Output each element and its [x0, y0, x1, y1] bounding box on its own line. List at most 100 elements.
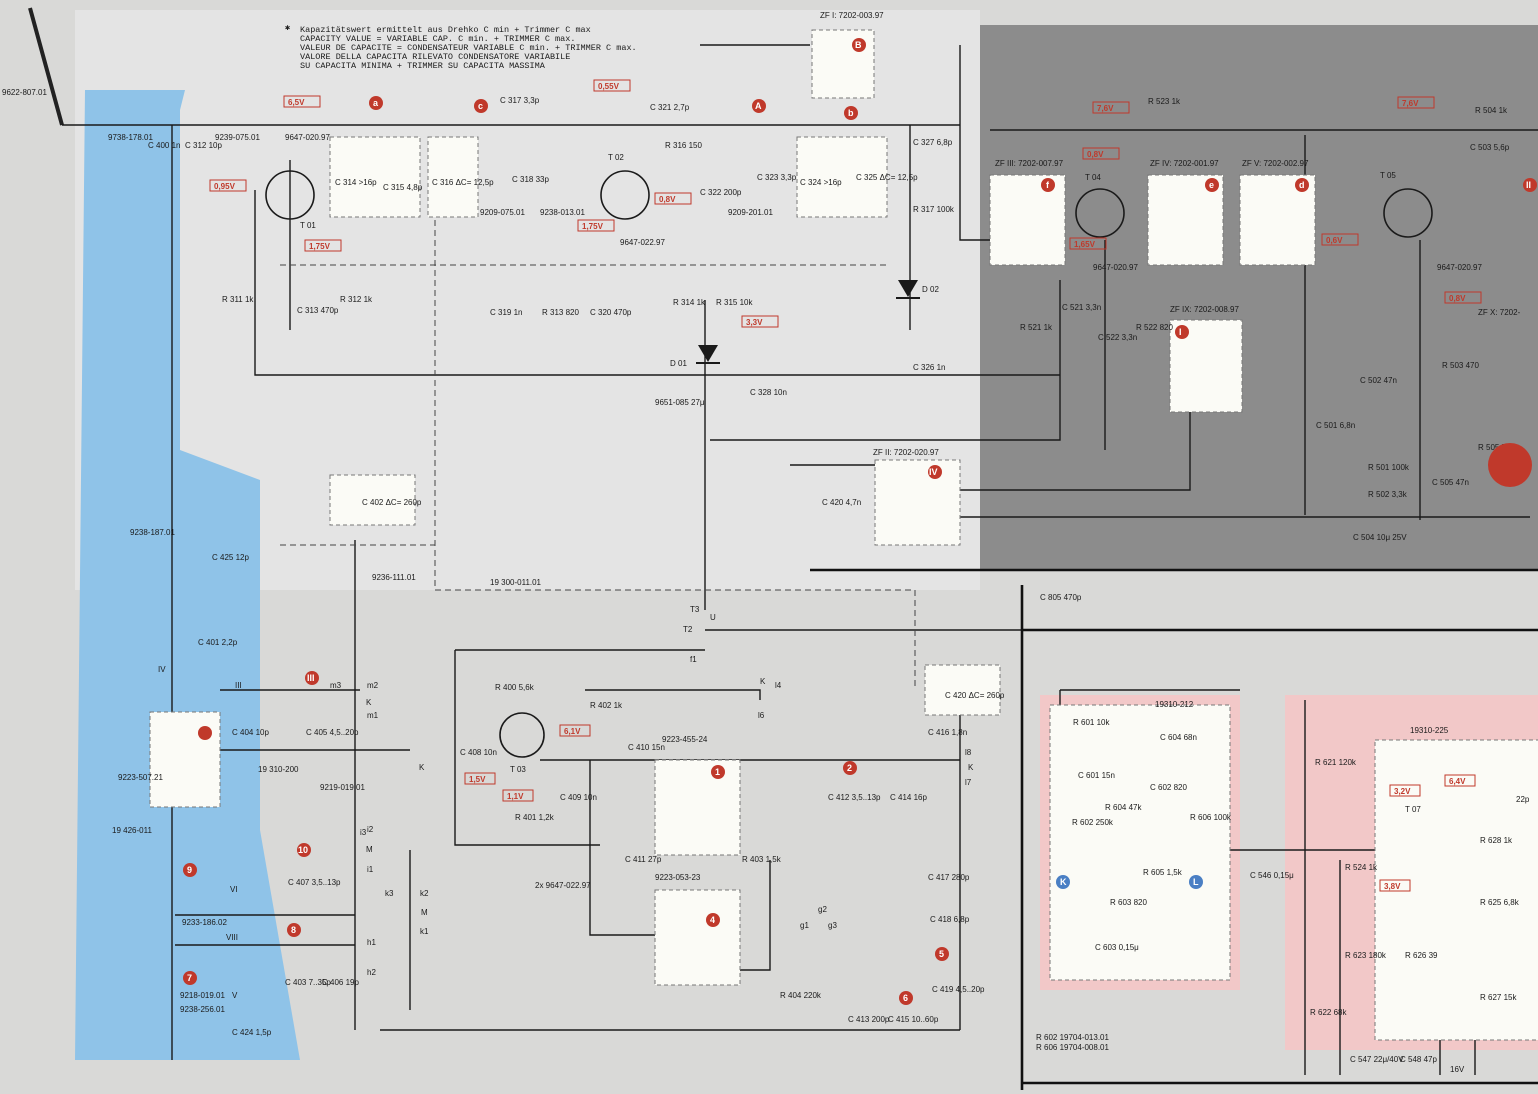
label-r601: R 601 10k [1073, 718, 1110, 727]
label-c411: C 411 27p [625, 855, 662, 864]
label-9223b: 9223-455-24 [662, 735, 708, 744]
pin-f1: f1 [690, 655, 697, 664]
marker-4: 4 [710, 915, 715, 925]
marker-IV: IV [929, 467, 938, 477]
label-r606: R 606 100k [1190, 813, 1232, 822]
voltage-11: 7,6V [1402, 99, 1419, 108]
marker-1: 1 [715, 767, 720, 777]
antenna-label: 9622-807.01 [2, 88, 47, 97]
pin-i3: i3 [360, 828, 367, 837]
roman-band-labels: IV III VI VIII V [158, 665, 242, 1000]
voltage-9: 0,8V [1087, 150, 1104, 159]
pin-i2: i2 [367, 825, 374, 834]
label-c401: C 401 2,2p [198, 638, 238, 647]
label-c417: C 417 280p [928, 873, 970, 882]
label-9738a: 9738-178.01 [108, 133, 153, 142]
label-r313: R 313 820 [542, 308, 579, 317]
label-c546: C 546 0,15μ [1250, 871, 1294, 880]
label-zf2: ZF II: 7202-020.97 [873, 448, 939, 457]
label-c405: C 405 4,5..20p [306, 728, 359, 737]
label-c320: C 320 470p [590, 308, 632, 317]
label-19310c: 19310-225 [1410, 726, 1449, 735]
label-r504: R 504 1k [1475, 106, 1508, 115]
marker-10: 10 [298, 845, 308, 855]
label-r628: R 628 1k [1480, 836, 1513, 845]
label-c314: C 314 >16p [335, 178, 377, 187]
label-d02: D 02 [922, 285, 939, 294]
marker-A: A [755, 101, 762, 111]
label-r501: R 501 100k [1368, 463, 1410, 472]
label-9209b: 9209-201.01 [728, 208, 773, 217]
voltage-18: 6,4V [1449, 777, 1466, 786]
label-r622: R 622 68k [1310, 1008, 1347, 1017]
label-c316: C 316 ΔC= 12,5p [432, 178, 494, 187]
label-c521: C 521 3,3n [1062, 303, 1101, 312]
label-r522: R 522 820 [1136, 323, 1173, 332]
label-r627: R 627 15k [1480, 993, 1517, 1002]
header-line-1: Kapazitätswert ermittelt aus Drehko C mi… [300, 25, 591, 35]
label-t05: T 05 [1380, 171, 1396, 180]
label-r602: R 602 250k [1072, 818, 1114, 827]
antenna-region [75, 90, 300, 1060]
label-d01: D 01 [670, 359, 687, 368]
switch-4: M [421, 908, 428, 917]
label-c412: C 412 3,5..13p [828, 793, 881, 802]
label-c22p: 22p [1516, 795, 1530, 804]
label-c327: C 327 6,8p [913, 138, 953, 147]
label-9223c: 9223-053-23 [655, 873, 701, 882]
label-c16v: 16V [1450, 1065, 1465, 1074]
label-c416: C 416 1,8n [928, 728, 967, 737]
diodes [696, 280, 920, 364]
label-zfx: ZF X: 7202- [1478, 308, 1521, 317]
label-c805: C 805 470p [1040, 593, 1082, 602]
label-c321: C 321 2,7p [650, 103, 690, 112]
voltage-1: 6,5V [288, 98, 305, 107]
label-c420zf: C 420 4,7n [822, 498, 861, 507]
pin-k2: k2 [420, 889, 429, 898]
voltage-14: 6,1V [564, 727, 581, 736]
label-c505: C 505 47n [1432, 478, 1469, 487]
switch-labels: K K M M K K [366, 677, 974, 917]
label-r626: R 626 39 [1405, 951, 1438, 960]
marker-c: c [478, 101, 483, 111]
label-c315: C 315 4,8p [383, 183, 423, 192]
voltage-16: 1,1V [507, 792, 524, 801]
label-t05code: 9647-020.97 [1437, 263, 1482, 272]
pin-l7: l7 [965, 778, 972, 787]
label-c413: C 413 200p [848, 1015, 890, 1024]
marker-II: II [1526, 180, 1531, 190]
label-c415: C 415 10..60p [888, 1015, 939, 1024]
label-r502: R 502 3,3k [1368, 490, 1408, 499]
pin-h1: h1 [367, 938, 376, 947]
label-c402: C 402 ΔC= 260p [362, 498, 422, 507]
label-r521: R 521 1k [1020, 323, 1053, 332]
label-9239: 9239-075.01 [215, 133, 260, 142]
header-line-2: CAPACITY VALUE = VARIABLE CAP. C min. + … [300, 34, 575, 44]
label-c324: C 324 >16p [800, 178, 842, 187]
wiring [62, 44, 1538, 1075]
marker-B: B [855, 40, 862, 50]
label-c501: C 501 6,8n [1316, 421, 1355, 430]
label-t03: T 03 [510, 765, 526, 774]
alignment-markers: a c b A B f e d I II IV III 10 9 8 7 1 2… [183, 38, 1537, 1005]
label-r311: R 311 1k [222, 295, 254, 304]
pin-k1: k1 [420, 927, 429, 936]
label-r603: R 603 820 [1110, 898, 1147, 907]
label-r400: R 400 5,6k [495, 683, 535, 692]
label-r312: R 312 1k [340, 295, 373, 304]
marker-III: III [307, 673, 315, 683]
pin-k3: k3 [385, 889, 394, 898]
band-VIII: VIII [226, 933, 238, 942]
band-IV: IV [158, 665, 166, 674]
label-9218: 9218-019.01 [180, 991, 225, 1000]
label-c318: C 318 33p [512, 175, 549, 184]
label-t03code: 2x 9647-022.97 [535, 881, 591, 890]
marker-7: 7 [187, 973, 192, 983]
label-t07: T 07 [1405, 805, 1421, 814]
voltage-2: 0,95V [214, 182, 236, 191]
label-c317: C 317 3,3p [500, 96, 540, 105]
marker-I: I [1179, 327, 1182, 337]
pin-g2: g2 [818, 905, 827, 914]
pin-g3: g3 [828, 921, 837, 930]
voltage-15: 1,5V [469, 775, 486, 784]
